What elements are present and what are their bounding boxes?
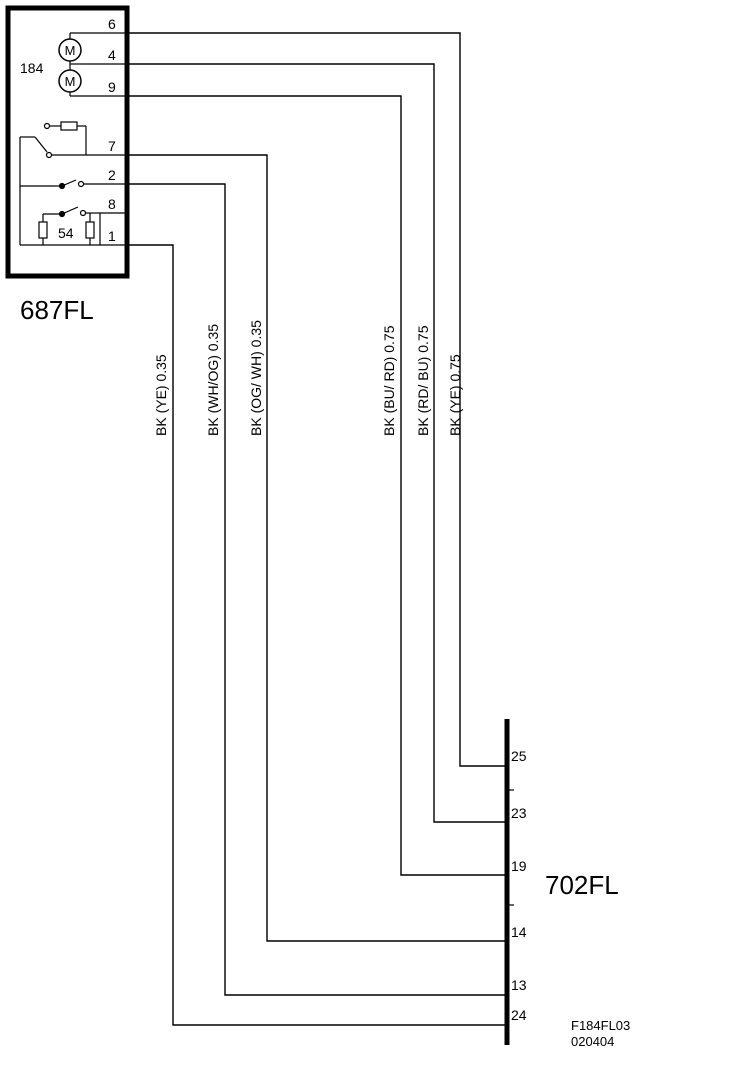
internal-frame <box>19 137 127 246</box>
reference-date: 020404 <box>571 1034 614 1049</box>
wire-pin2-to-pin13 <box>127 183 507 996</box>
wire-pin7-to-pin14 <box>127 154 507 942</box>
wire-labels: BK (YE) 0.35 BK (WH/OG) 0.35 BK (OG/ WH)… <box>153 320 463 436</box>
wire-pin9-to-pin19 <box>127 95 507 876</box>
wire-label: BK (BU/ RD) 0.75 <box>381 325 397 436</box>
pin-6-label: 6 <box>108 16 116 32</box>
svg-text:M: M <box>65 74 76 89</box>
pin-7-label: 7 <box>108 138 116 154</box>
pin-19-label: 19 <box>511 858 527 874</box>
wire-pin1-to-pin24 <box>127 244 507 1026</box>
motor-icon: M <box>58 69 82 93</box>
pin-1-label: 1 <box>108 228 116 244</box>
switch-icon <box>20 121 127 159</box>
connector-702fl-ticks <box>507 789 514 906</box>
wire-label: BK (YE) 0.35 <box>153 354 169 436</box>
wire-pin6-to-pin25 <box>127 32 507 767</box>
pin-24-label: 24 <box>511 1007 527 1023</box>
switch-icon <box>43 206 127 245</box>
pin-4-label: 4 <box>108 47 116 63</box>
reference-code: F184FL03 <box>571 1018 630 1033</box>
pin-25-label: 25 <box>511 748 527 764</box>
pin-23-label: 23 <box>511 805 527 821</box>
wire-label: BK (RD/ BU) 0.75 <box>415 325 431 436</box>
svg-text:M: M <box>65 43 76 58</box>
connector-687fl-housing <box>5 5 130 279</box>
wire-label: BK (YE) 0.75 <box>447 354 463 436</box>
pin-9-label: 9 <box>108 79 116 95</box>
pin-8-label: 8 <box>108 196 116 212</box>
switch-icon <box>55 179 127 190</box>
wire-label: BK (OG/ WH) 0.35 <box>248 320 264 436</box>
wire-label: BK (WH/OG) 0.35 <box>205 324 221 436</box>
resistor-id: 54 <box>58 225 74 241</box>
pin-13-label: 13 <box>511 977 527 993</box>
resistor-icon <box>85 213 95 245</box>
connector-687fl-title: 687FL <box>20 295 94 325</box>
connector-702fl-title: 702FL <box>545 870 619 900</box>
wire-pin4-to-pin23 <box>127 63 507 823</box>
reference-block: F184FL03 020404 <box>571 1018 630 1049</box>
connector-702fl: 25 23 19 14 13 24 702FL <box>504 719 619 1045</box>
wire-harness <box>127 32 507 1026</box>
motor-icon: M <box>58 38 82 62</box>
pin-2-label: 2 <box>108 167 116 183</box>
pin-14-label: 14 <box>511 924 527 940</box>
resistor-icon <box>38 214 48 245</box>
connector-687fl: M M 184 <box>5 5 130 325</box>
motor-wiring <box>69 32 127 97</box>
component-id: 184 <box>20 60 44 76</box>
